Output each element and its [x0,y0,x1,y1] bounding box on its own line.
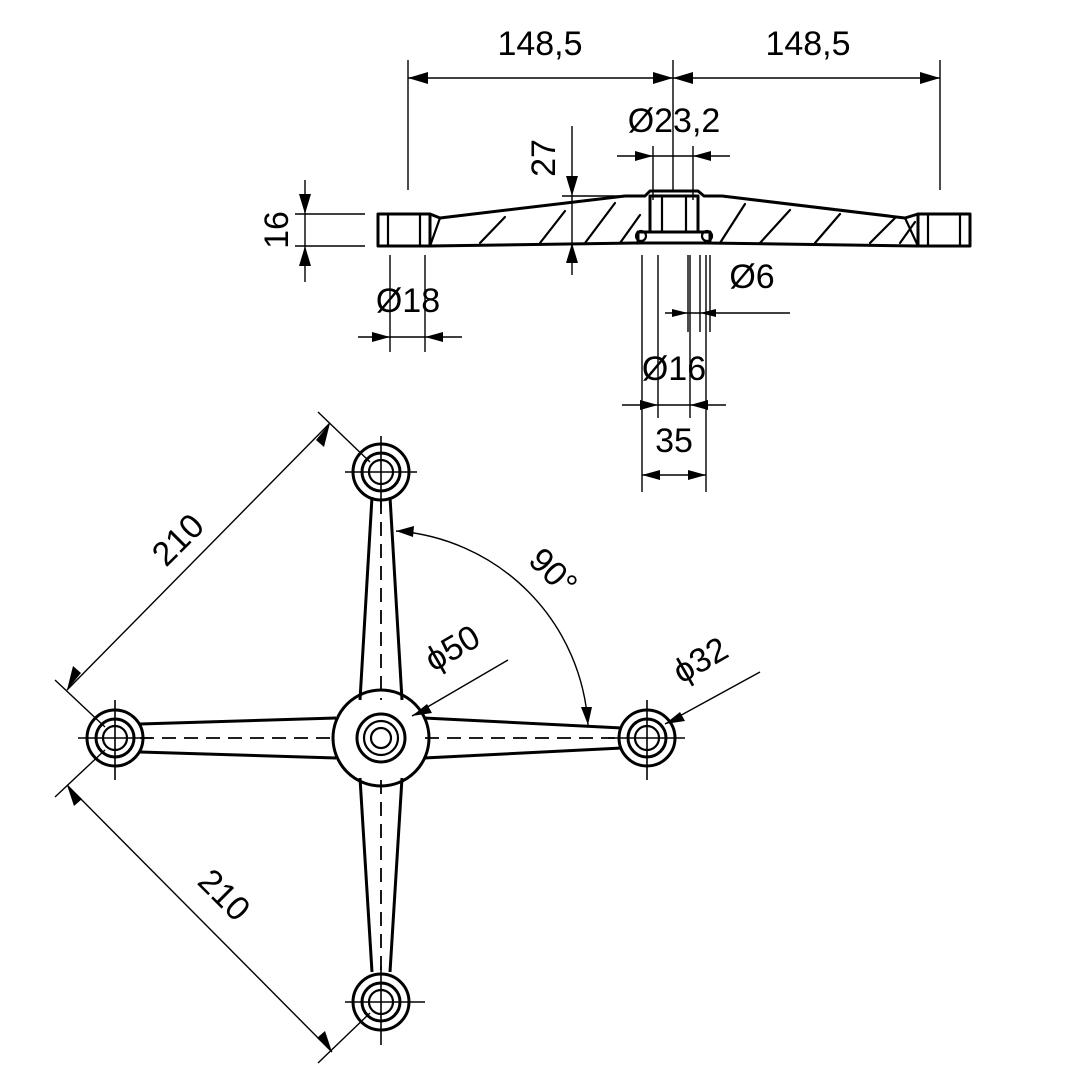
hub-top-diameter-label: Ø23,2 [628,102,721,140]
central-hub [331,688,431,788]
dimension-arm-lower [54,749,371,1064]
dimension-hub-bore [622,255,726,492]
arm-top [358,496,404,701]
center-lines [140,500,620,975]
dimension-span [408,72,940,84]
end-boss-right [608,700,685,780]
side-profile [376,189,972,248]
arm-length-upper-label: 210 [145,507,212,574]
span-left-label: 148,5 [497,25,582,63]
hub-height-label: 27 [525,139,563,177]
small-bore-label: Ø6 [729,258,774,296]
arrow-head [673,72,693,84]
dimension-end-bore [358,255,462,352]
dimension-hub-height [562,126,640,275]
end-boss-top [345,436,417,508]
span-right-label: 148,5 [765,25,850,63]
dimension-thickness [295,180,365,282]
boss-diameter-label: ϕ32 [666,630,734,691]
hub-body [648,194,700,234]
arrow-head [408,72,428,84]
angle-arc [395,530,589,726]
left-end-boss [376,212,432,248]
arm-top-edge [429,189,919,220]
arrow-head [920,72,940,84]
dimension-arm-upper [54,411,371,728]
plan-view: 210 210 90° ϕ50 ϕ32 [54,411,761,1064]
end-bore-label: Ø18 [376,282,440,320]
side-view: 148,5 148,5 [258,25,972,492]
hub-base [636,230,712,245]
arm-right [423,716,623,760]
hatching-left [478,201,642,245]
hub-bore-label: Ø16 [642,350,706,388]
arm-bottom [358,777,404,973]
dimension-boss-diameter [664,671,761,725]
spider-arms [139,496,623,973]
arrow-head [653,72,673,84]
right-end-boss [916,212,972,248]
hub-boss [355,712,407,764]
dimension-hub-top [617,146,730,200]
thickness-label: 16 [258,211,296,249]
hub-outer [331,688,431,788]
hub-diameter-label: ϕ50 [418,618,486,679]
dimension-angle [395,526,592,726]
arm-bottom-edge [429,241,919,248]
hub-width-label: 35 [655,422,693,460]
dimension-small-bore [665,255,790,332]
end-boss-left [78,700,152,780]
hatching-right [718,202,917,245]
end-boss-bottom [345,966,425,1045]
dimension-hub-diameter [411,659,509,717]
arm-left [139,716,337,760]
